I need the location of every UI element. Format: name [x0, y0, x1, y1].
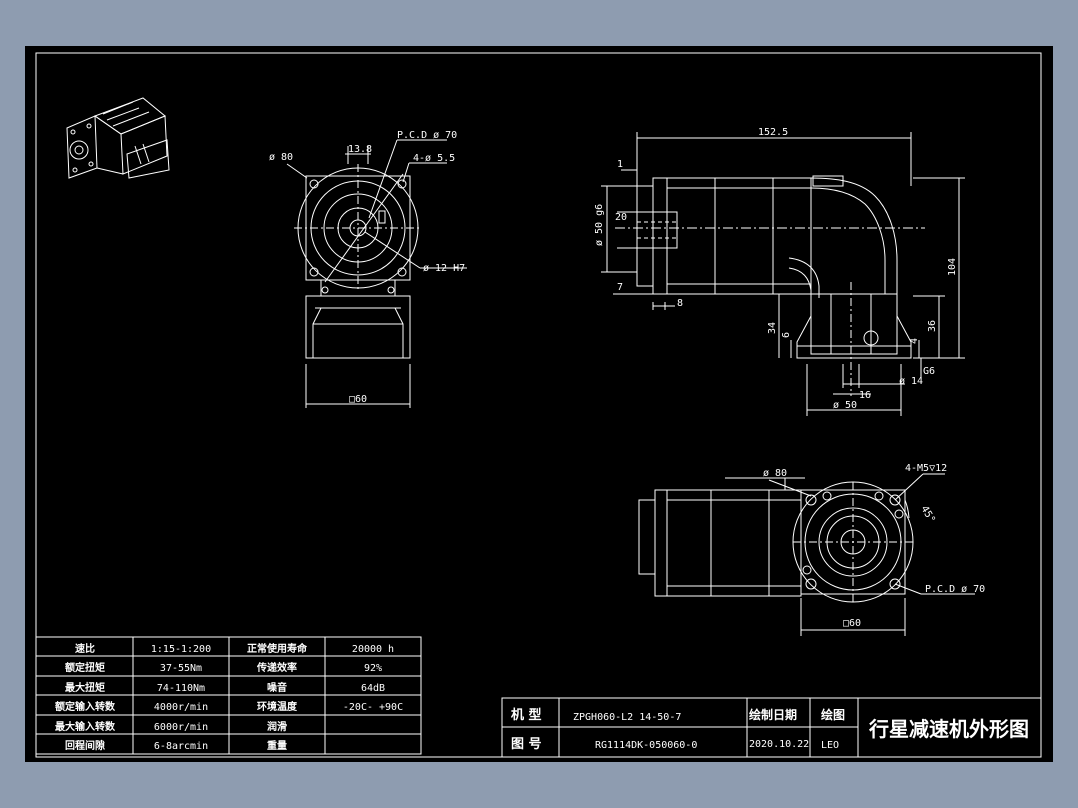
spec-cell-r0-c0: 速比 [75, 642, 95, 655]
isometric-view [66, 97, 170, 179]
spec-cell-r2-c1: 74-110Nm [157, 683, 205, 694]
side-dim-1: 1 [617, 159, 623, 170]
bottom-dim-square-60: □60 [843, 618, 861, 629]
bottom-dim-pcd-70: P.C.D ø 70 [925, 584, 985, 595]
drawing-sheet: ø 80 13.8 P.C.D ø 70 4-ø 5.5 ø 12 H7 □60… [25, 46, 1053, 762]
front-view [286, 139, 467, 408]
drawing-no-value: RG1114DK-050060-0 [595, 740, 697, 751]
side-dim-36: 36 [927, 320, 938, 332]
drawing-title: 行星减速机外形图 [868, 717, 1029, 741]
model-value: ZPGH060-L2 14-50-7 [573, 712, 681, 723]
side-dim-dia-50-g6: ø 50 g6 [594, 204, 605, 246]
spec-table-grid [35, 636, 422, 755]
date-value: 2020.10.22 [749, 739, 809, 750]
front-dim-dia-80: ø 80 [269, 152, 293, 163]
front-dim-dia-12-h7: ø 12 H7 [423, 263, 465, 274]
spec-cell-r5-c1: 6-8arcmin [154, 741, 208, 752]
front-dim-13-8: 13.8 [348, 144, 372, 155]
spec-cell-r3-c3: -20C- +90C [343, 702, 403, 713]
spec-cell-r3-c0: 额定输入转数 [55, 700, 116, 713]
drawing-no-label: 图 号 [511, 737, 542, 752]
bottom-view [638, 473, 975, 636]
side-dim-6: 6 [781, 332, 792, 338]
spec-cell-r1-c2: 传递效率 [256, 661, 297, 674]
spec-cell-r4-c1: 6000r/min [154, 722, 208, 733]
model-label: 机 型 [511, 707, 542, 723]
front-dim-holes: 4-ø 5.5 [413, 153, 455, 164]
side-dim-104: 104 [947, 258, 958, 276]
spec-cell-r5-c0: 回程间隙 [65, 739, 105, 752]
spec-cell-r1-c0: 额定扭矩 [65, 661, 105, 674]
title-block-grid [501, 697, 1042, 758]
spec-cell-r2-c0: 最大扭矩 [65, 681, 105, 694]
spec-cell-r5-c2: 重量 [267, 739, 287, 752]
spec-cell-r4-c2: 润滑 [267, 720, 287, 733]
side-dim-dia-50: ø 50 [833, 400, 857, 411]
spec-cell-r3-c2: 环境温度 [257, 700, 298, 713]
side-dim-4: 4 [909, 338, 920, 344]
drawer-label: 绘图 [821, 707, 845, 722]
spec-cell-r2-c3: 64dB [361, 683, 385, 694]
spec-cell-r0-c1: 1:15-1:200 [151, 644, 211, 655]
front-dim-square-60: □60 [349, 394, 367, 405]
side-dim-8: 8 [677, 298, 683, 309]
bottom-dim-holes-m5: 4-M5▽12 [905, 463, 947, 474]
spec-cell-r1-c3: 92% [364, 663, 382, 674]
bottom-dim-dia-80: ø 80 [763, 468, 787, 479]
spec-cell-r3-c1: 4000r/min [154, 702, 208, 713]
side-dim-g6: G6 [923, 366, 935, 377]
drawer-value: LEO [821, 740, 839, 751]
side-dim-20: 20 [615, 212, 627, 223]
front-dim-pcd-70: P.C.D ø 70 [397, 130, 457, 141]
spec-cell-r2-c2: 噪音 [267, 681, 287, 694]
side-view [601, 132, 965, 416]
side-dim-152-5: 152.5 [758, 127, 788, 138]
side-dim-7: 7 [617, 282, 623, 293]
spec-cell-r4-c0: 最大输入转数 [55, 720, 116, 733]
spec-table: 速比 1:15-1:200 正常使用寿命 20000 h 额定扭矩 37-55Nm 传递效率… [55, 642, 403, 752]
side-dim-16: 16 [859, 390, 871, 401]
spec-cell-r0-c3: 20000 h [352, 644, 394, 655]
side-dim-34: 34 [767, 322, 778, 334]
bottom-dim-45: 45° [918, 504, 937, 525]
spec-cell-r1-c1: 37-55Nm [160, 663, 202, 674]
spec-cell-r0-c2: 正常使用寿命 [247, 642, 308, 655]
date-label: 绘制日期 [749, 707, 797, 722]
side-dim-dia-14: ø 14 [899, 376, 923, 387]
